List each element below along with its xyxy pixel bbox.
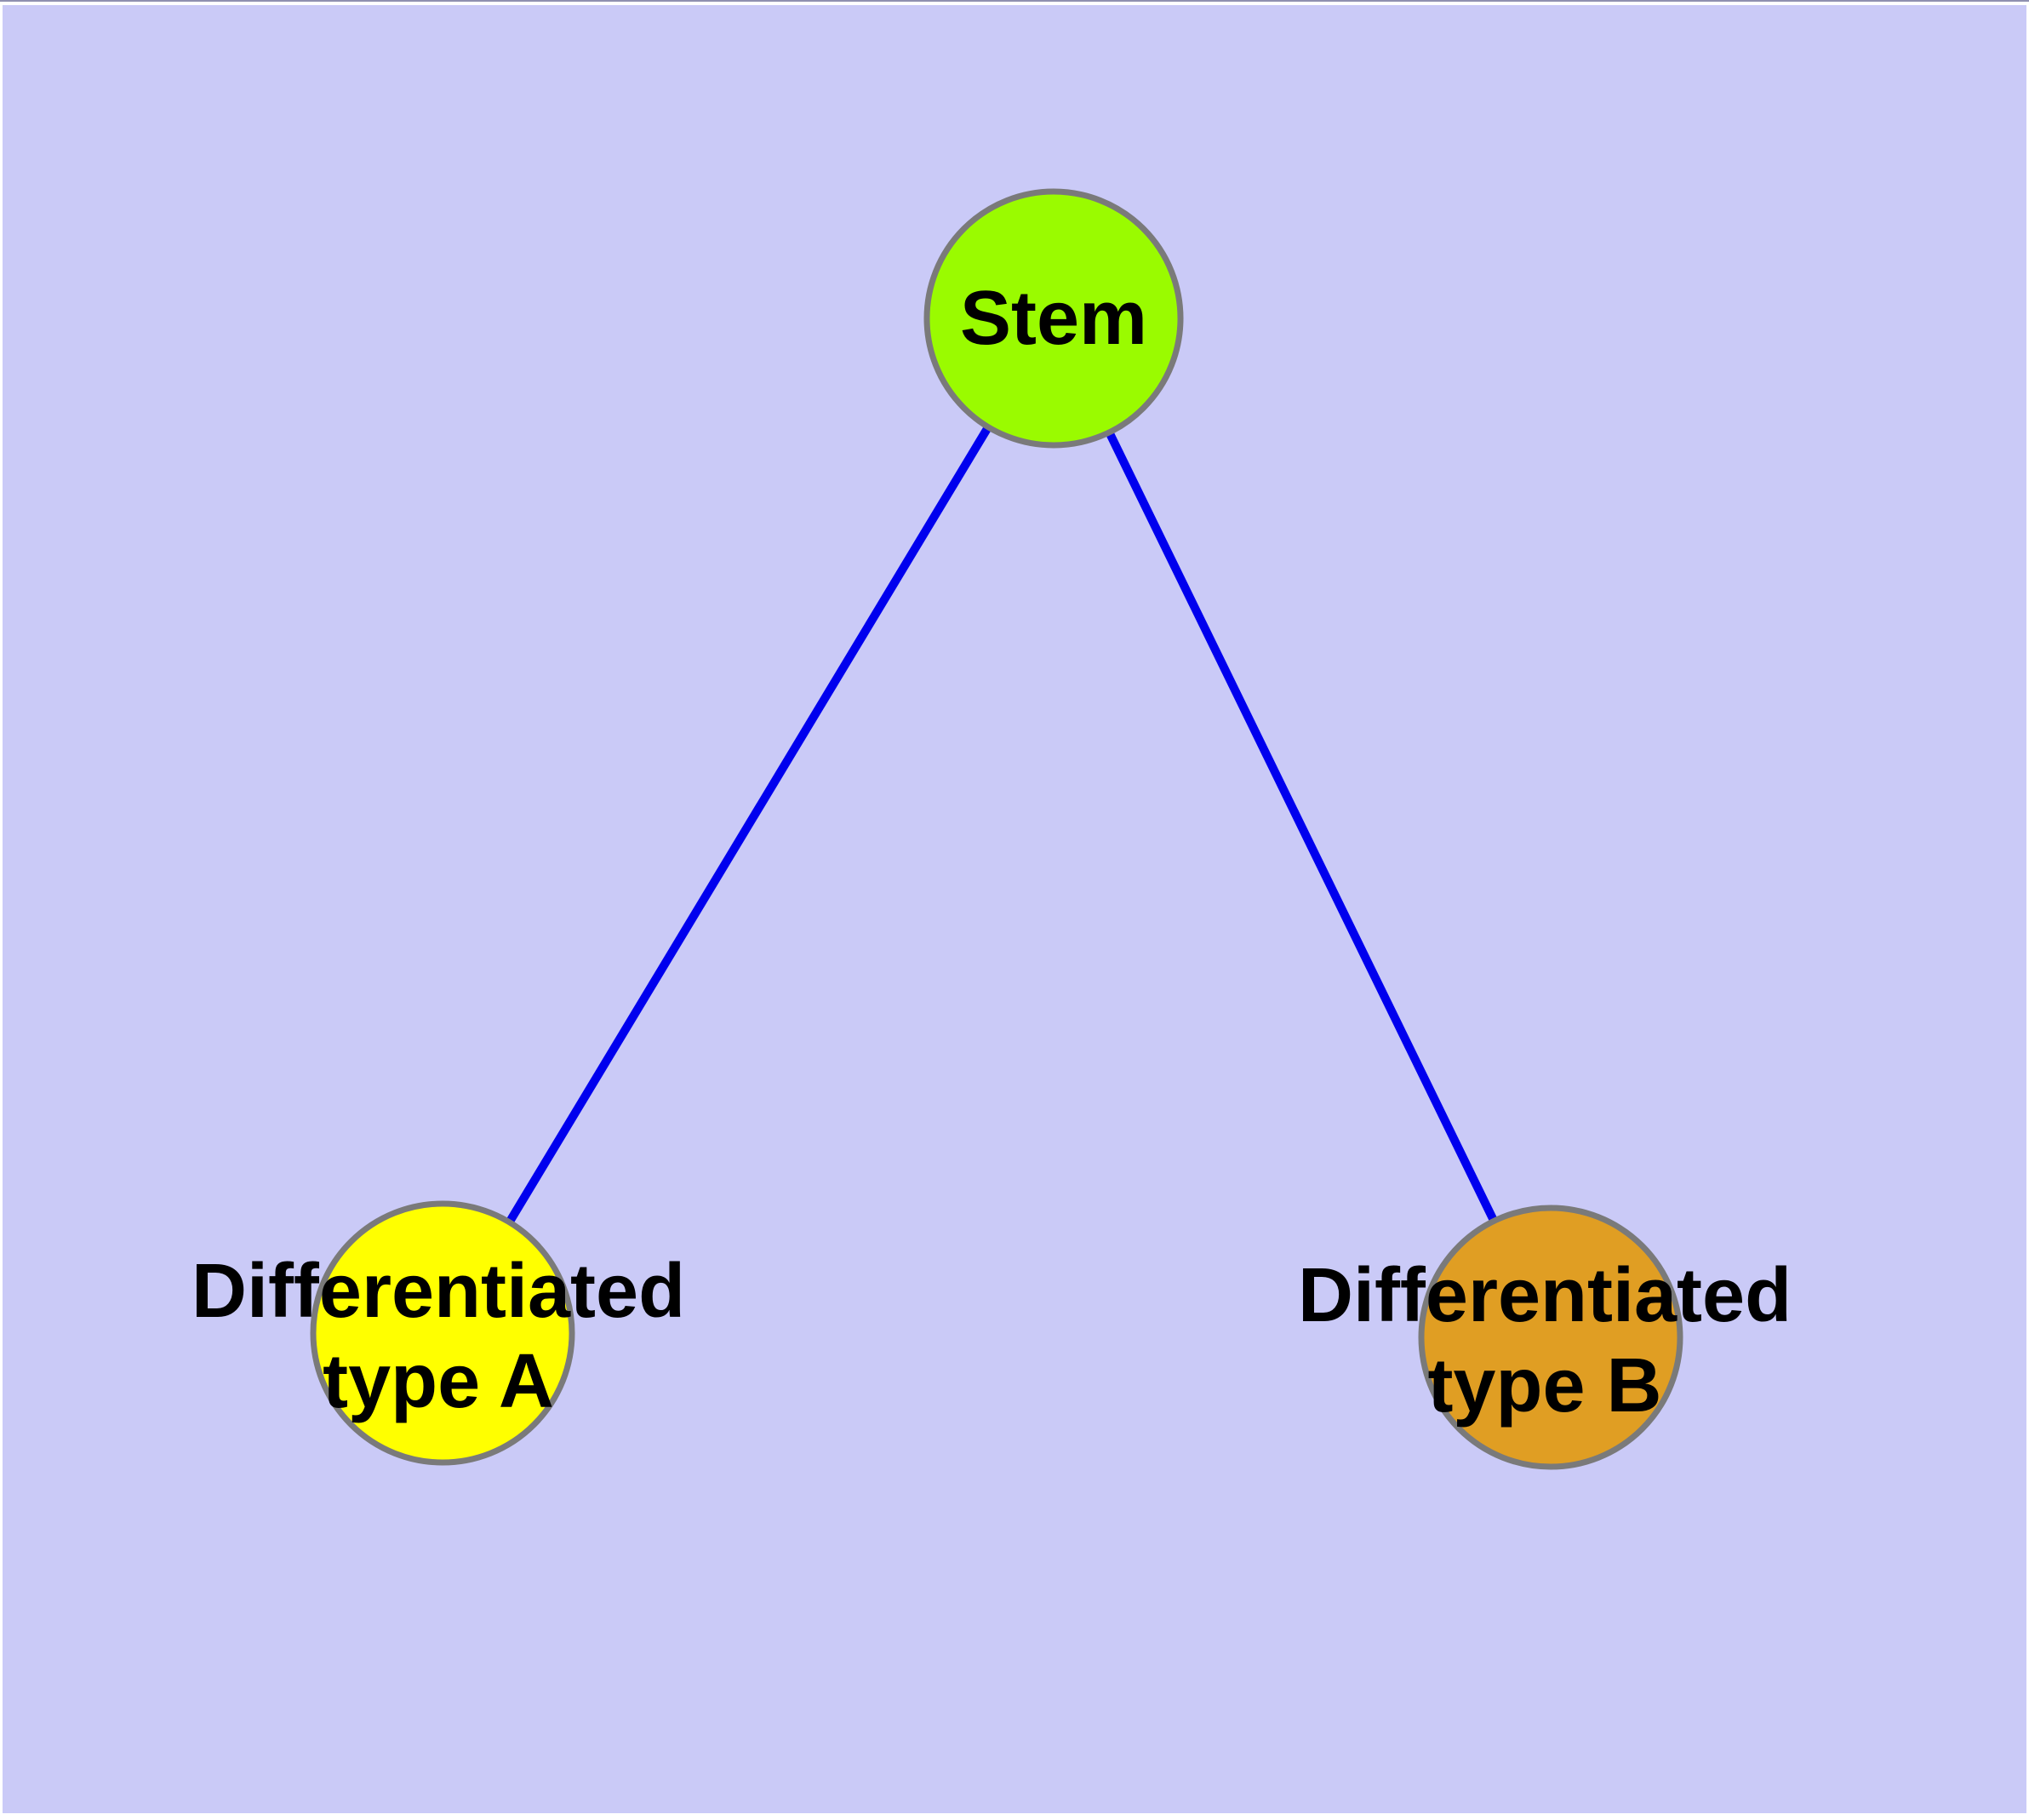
top-hairline xyxy=(0,0,2029,2)
node-type-a xyxy=(310,1200,575,1466)
graph-canvas: Stem Differentiated type A Differentiate… xyxy=(3,5,2026,1813)
edge-stem-type-a xyxy=(438,316,1058,1336)
node-stem xyxy=(923,188,1184,449)
node-type-b xyxy=(1418,1205,1683,1470)
edge-stem-type-b xyxy=(1049,316,1555,1340)
graph-svg xyxy=(3,5,2026,1813)
